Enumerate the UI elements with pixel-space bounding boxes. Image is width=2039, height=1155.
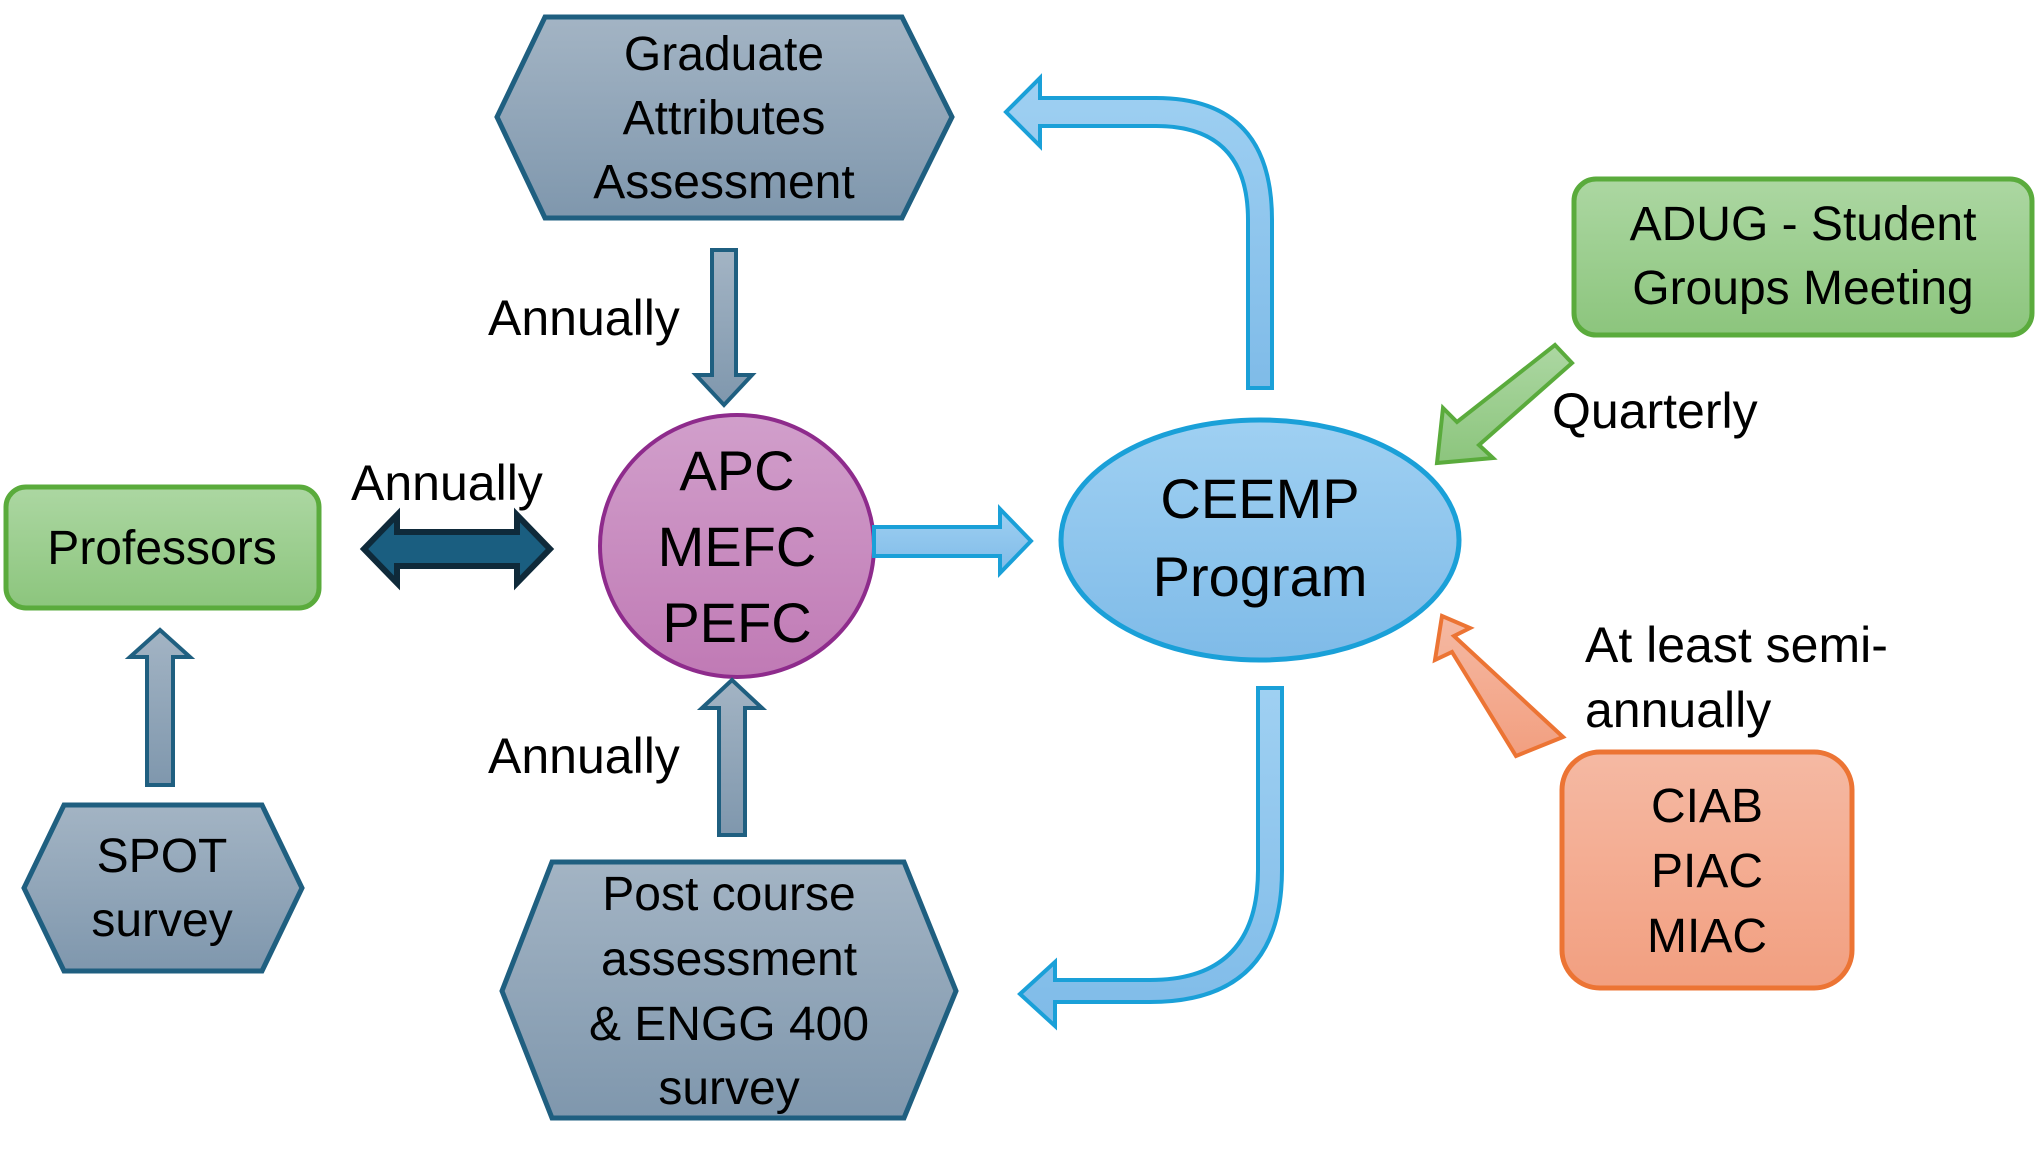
arrow-spot-to-professors xyxy=(124,627,196,787)
node-label: CEEMP xyxy=(1160,467,1359,530)
node-label: Groups Meeting xyxy=(1632,262,1974,315)
edge-label-postcourse-to-committees: Annually xyxy=(488,728,680,784)
node-label: Professors xyxy=(47,522,276,575)
node-label: Program xyxy=(1153,545,1368,608)
node-committees: APC MEFC PEFC xyxy=(598,413,876,679)
arrow-ceemp-to-graduate xyxy=(1003,73,1274,390)
node-ceemp-program: CEEMP Program xyxy=(1058,417,1462,663)
edge-label-adug-to-ceemp: Quarterly xyxy=(1552,383,1758,439)
node-label: Graduate xyxy=(624,28,824,81)
node-label: Assessment xyxy=(593,156,854,209)
arrow-ceemp-to-postcourse xyxy=(1017,686,1284,1031)
node-label: SPOT xyxy=(97,830,228,883)
node-label: Attributes xyxy=(623,92,826,145)
arrow-professors-committees xyxy=(359,507,555,591)
arrow-graduate-to-committees xyxy=(691,248,757,408)
node-post-course-assessment: Post course assessment & ENGG 400 survey xyxy=(499,859,959,1121)
node-label: CIAB xyxy=(1651,780,1763,833)
node-label: assessment xyxy=(601,933,857,986)
node-label: MEFC xyxy=(658,515,817,578)
arrow-adug-to-ceemp xyxy=(1434,342,1575,466)
node-label: ADUG - Student xyxy=(1630,198,1977,251)
node-label: & ENGG 400 xyxy=(589,998,869,1051)
node-advisory-councils: CIAB PIAC MIAC xyxy=(1559,749,1855,991)
node-label: PEFC xyxy=(662,591,811,654)
node-label: PIAC xyxy=(1651,845,1763,898)
edge-label-graduate-to-committees: Annually xyxy=(488,290,680,346)
arrow-committees-to-ceemp xyxy=(872,504,1034,578)
edge-label-advisory-to-ceemp: annually xyxy=(1585,682,1771,738)
node-label: MIAC xyxy=(1647,910,1767,963)
node-label: APC xyxy=(679,439,794,502)
arrow-advisory-to-ceemp xyxy=(1432,613,1567,759)
node-professors: Professors xyxy=(3,484,322,611)
edge-label-advisory-to-ceemp: At least semi- xyxy=(1585,617,1888,673)
node-label: Post course xyxy=(602,868,855,921)
arrow-postcourse-to-committees xyxy=(696,677,768,837)
node-label: survey xyxy=(658,1062,799,1115)
node-adug-student-groups: ADUG - Student Groups Meeting xyxy=(1571,176,2035,338)
node-label: survey xyxy=(91,894,232,947)
node-spot-survey: SPOT survey xyxy=(21,802,305,974)
node-graduate-attributes: Graduate Attributes Assessment xyxy=(494,14,955,221)
edge-label-professors-committees: Annually xyxy=(351,455,543,511)
